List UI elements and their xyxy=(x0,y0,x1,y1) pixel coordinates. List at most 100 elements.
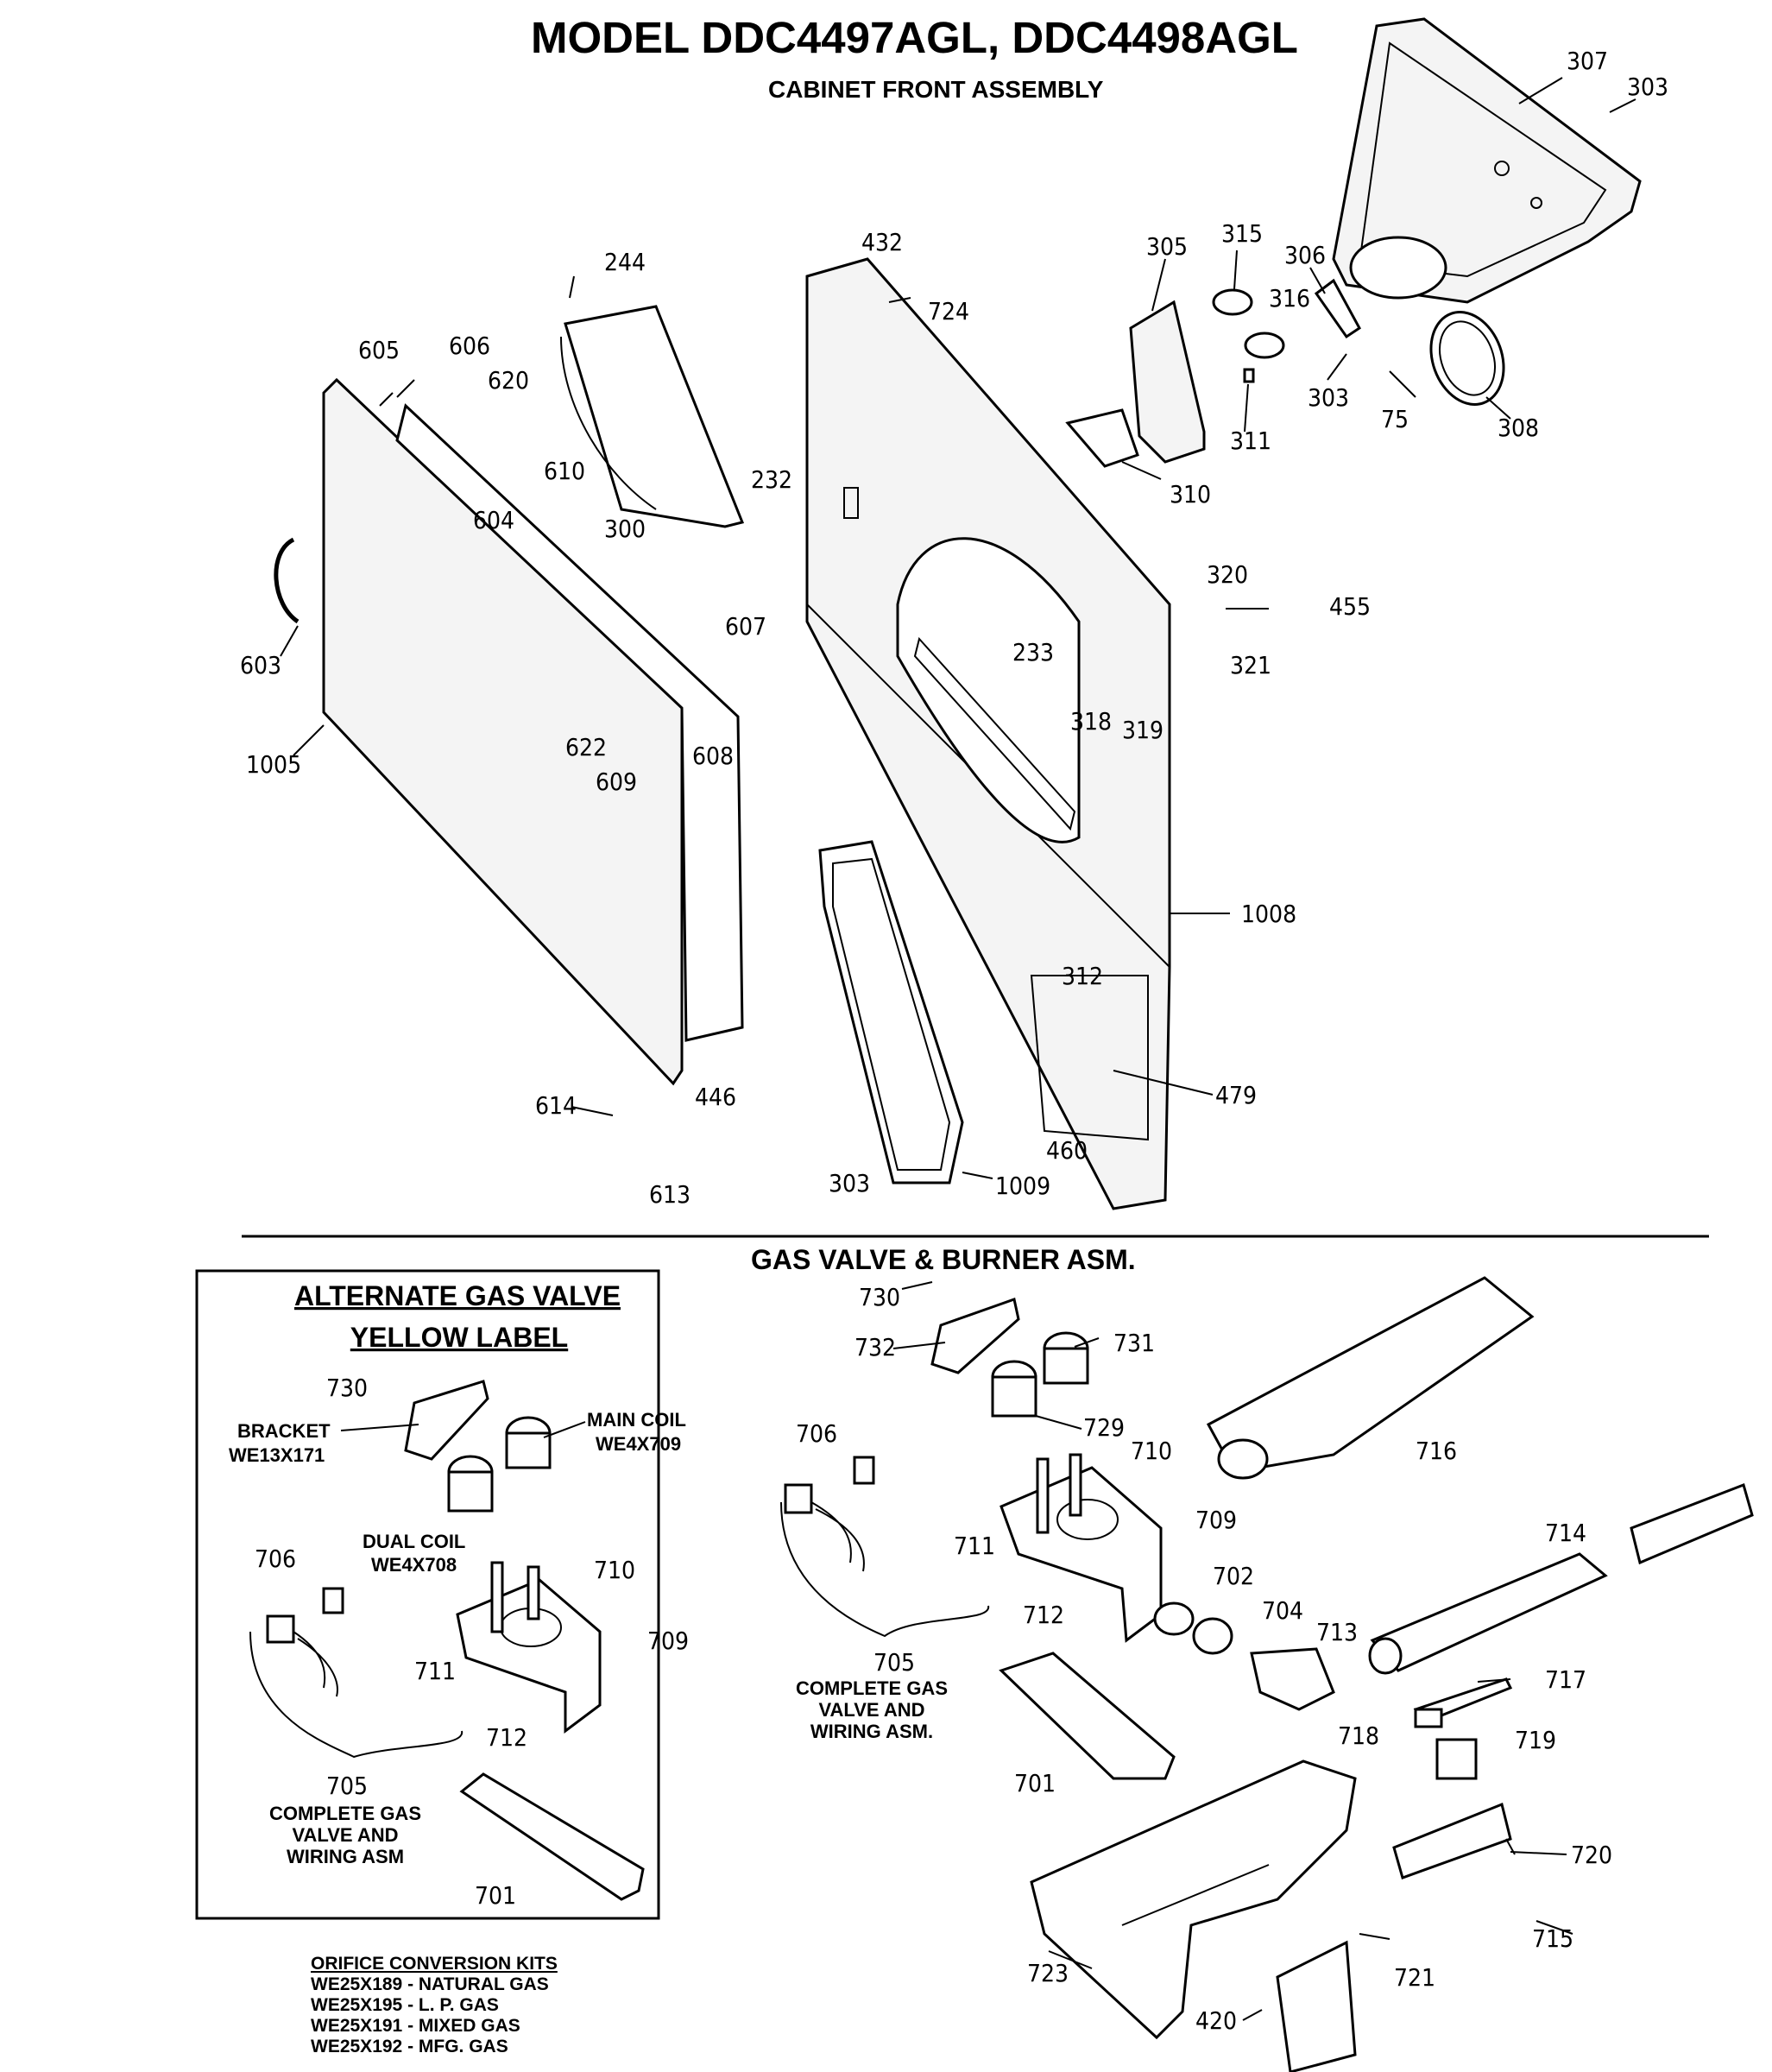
callout-gas-715: 715 xyxy=(1532,1924,1573,1953)
callout-303c: 303 xyxy=(829,1169,870,1197)
callout-300: 300 xyxy=(604,515,646,543)
callout-gas-704: 704 xyxy=(1262,1596,1303,1625)
cover-plate-305 xyxy=(1129,300,1206,464)
callout-446: 446 xyxy=(695,1083,736,1111)
orifice-kits: ORIFICE CONVERSION KITS WE25X189 - NATUR… xyxy=(311,1954,558,2057)
callout-alt-730: 730 xyxy=(326,1374,368,1402)
callout-gas-702: 702 xyxy=(1213,1562,1254,1590)
callout-232: 232 xyxy=(751,465,792,494)
gas-section-title: GAS VALVE & BURNER ASM. xyxy=(751,1244,1136,1275)
orifice-kit-item: WE25X191 - MIXED GAS xyxy=(311,2016,520,2036)
callout-432: 432 xyxy=(861,228,903,256)
orifice-kit-item: WE25X192 - MFG. GAS xyxy=(311,2037,508,2056)
alt-complete-label-2: VALVE AND xyxy=(292,1824,398,1846)
callouts-gas: 730 732 731 729 706 710 709 711 712 702 … xyxy=(796,1283,1612,2035)
alt-dual-coil-label: DUAL COIL xyxy=(363,1531,465,1552)
callout-320: 320 xyxy=(1207,560,1248,589)
callout-alt-711: 711 xyxy=(414,1657,456,1685)
alt-box-title-2: YELLOW LABEL xyxy=(350,1322,568,1353)
callout-306: 306 xyxy=(1284,241,1326,269)
callout-620: 620 xyxy=(488,366,529,395)
alt-main-coil-part: WE4X709 xyxy=(596,1433,681,1455)
callout-311: 311 xyxy=(1230,426,1271,455)
valve-body-710 xyxy=(1000,1453,1163,1643)
callout-gas-706: 706 xyxy=(796,1419,837,1448)
callout-303b: 303 xyxy=(1308,383,1349,412)
alt-complete-label-1: COMPLETE GAS xyxy=(269,1803,421,1824)
callouts-alt: 730 706 710 709 711 712 705 701 xyxy=(255,1374,689,1910)
callout-606: 606 xyxy=(449,332,490,360)
callout-307: 307 xyxy=(1567,47,1608,75)
callout-622: 622 xyxy=(565,733,607,761)
callout-gas-729: 729 xyxy=(1083,1413,1125,1442)
callout-gas-716: 716 xyxy=(1416,1437,1457,1465)
callout-gas-712: 712 xyxy=(1023,1601,1064,1629)
callout-gas-705: 705 xyxy=(873,1648,915,1677)
callout-1005: 1005 xyxy=(246,750,301,779)
callout-gas-723: 723 xyxy=(1027,1959,1069,1987)
grille-1009 xyxy=(818,840,964,1184)
alt-complete-label-3: WIRING ASM xyxy=(287,1846,404,1867)
orifice-kits-title: ORIFICE CONVERSION KITS xyxy=(311,1954,558,1974)
callout-gas-720: 720 xyxy=(1571,1841,1612,1869)
callout-312: 312 xyxy=(1062,962,1103,990)
callout-316: 316 xyxy=(1269,284,1310,313)
callout-604: 604 xyxy=(473,506,514,534)
callout-608: 608 xyxy=(692,742,734,770)
callout-alt-705: 705 xyxy=(326,1772,368,1800)
alt-valve-body xyxy=(456,1561,602,1734)
ring-part-308 xyxy=(1429,311,1505,406)
bracket-701 xyxy=(999,1652,1176,1780)
callout-gas-713: 713 xyxy=(1316,1618,1358,1646)
callout-244: 244 xyxy=(604,248,646,276)
callout-605: 605 xyxy=(358,336,400,364)
callout-607: 607 xyxy=(725,612,766,641)
door-panel-1005 xyxy=(322,377,744,1086)
strap-310 xyxy=(1065,408,1139,468)
orifice-fittings xyxy=(1153,1601,1335,1711)
alt-dual-coil-part: WE4X708 xyxy=(371,1554,457,1576)
leader-lines xyxy=(280,77,1636,2021)
callout-455: 455 xyxy=(1329,592,1371,621)
page-subtitle: CABINET FRONT ASSEMBLY xyxy=(768,76,1104,103)
alt-coil-parts xyxy=(404,1380,552,1513)
callout-319: 319 xyxy=(1122,716,1163,744)
thermostat-316 xyxy=(1244,332,1285,359)
callout-603: 603 xyxy=(240,651,281,679)
callout-609: 609 xyxy=(596,768,637,796)
callout-alt-710: 710 xyxy=(594,1556,635,1584)
callout-315: 315 xyxy=(1221,219,1263,248)
alternate-valve-box xyxy=(195,1269,660,1920)
callout-1008: 1008 xyxy=(1241,900,1296,928)
callout-gas-710: 710 xyxy=(1131,1437,1172,1465)
gas-complete-label-2: VALVE AND xyxy=(818,1699,924,1721)
callout-gas-719: 719 xyxy=(1515,1726,1556,1754)
callout-alt-709: 709 xyxy=(647,1627,689,1655)
callout-gas-718: 718 xyxy=(1338,1721,1379,1750)
alt-bracket-label: BRACKET xyxy=(237,1420,331,1442)
callout-479: 479 xyxy=(1215,1081,1257,1109)
callout-75: 75 xyxy=(1381,405,1409,433)
callout-303: 303 xyxy=(1627,73,1668,101)
gas-complete-label-1: COMPLETE GAS xyxy=(796,1677,948,1699)
callout-233: 233 xyxy=(1012,638,1054,666)
flame-sensor-719-720 xyxy=(1392,1738,1512,1879)
callout-614: 614 xyxy=(535,1091,577,1120)
callout-gas-709: 709 xyxy=(1195,1506,1237,1534)
callout-gas-721: 721 xyxy=(1394,1963,1435,1992)
alt-bracket-701 xyxy=(459,1772,645,1901)
igniter-bracket-717 xyxy=(1413,1677,1513,1728)
gas-complete-label-3: WIRING ASM. xyxy=(810,1721,933,1742)
alt-main-coil-label: MAIN COIL xyxy=(587,1409,686,1431)
bracket-306 xyxy=(1314,278,1361,339)
callout-gas-732: 732 xyxy=(854,1333,896,1361)
callout-460: 460 xyxy=(1046,1136,1088,1165)
burner-housing-723 xyxy=(1030,1759,1357,2040)
wiring-706 xyxy=(780,1456,990,1638)
bulkhead-part-307 xyxy=(1332,17,1642,304)
alt-wiring-706 xyxy=(249,1587,463,1759)
callout-308: 308 xyxy=(1498,414,1539,442)
shield-721 xyxy=(1276,1940,1357,2072)
thermostat-315 xyxy=(1212,288,1253,316)
callouts-top: 307 303 305 315 306 316 303 75 308 311 3… xyxy=(240,47,1668,1209)
